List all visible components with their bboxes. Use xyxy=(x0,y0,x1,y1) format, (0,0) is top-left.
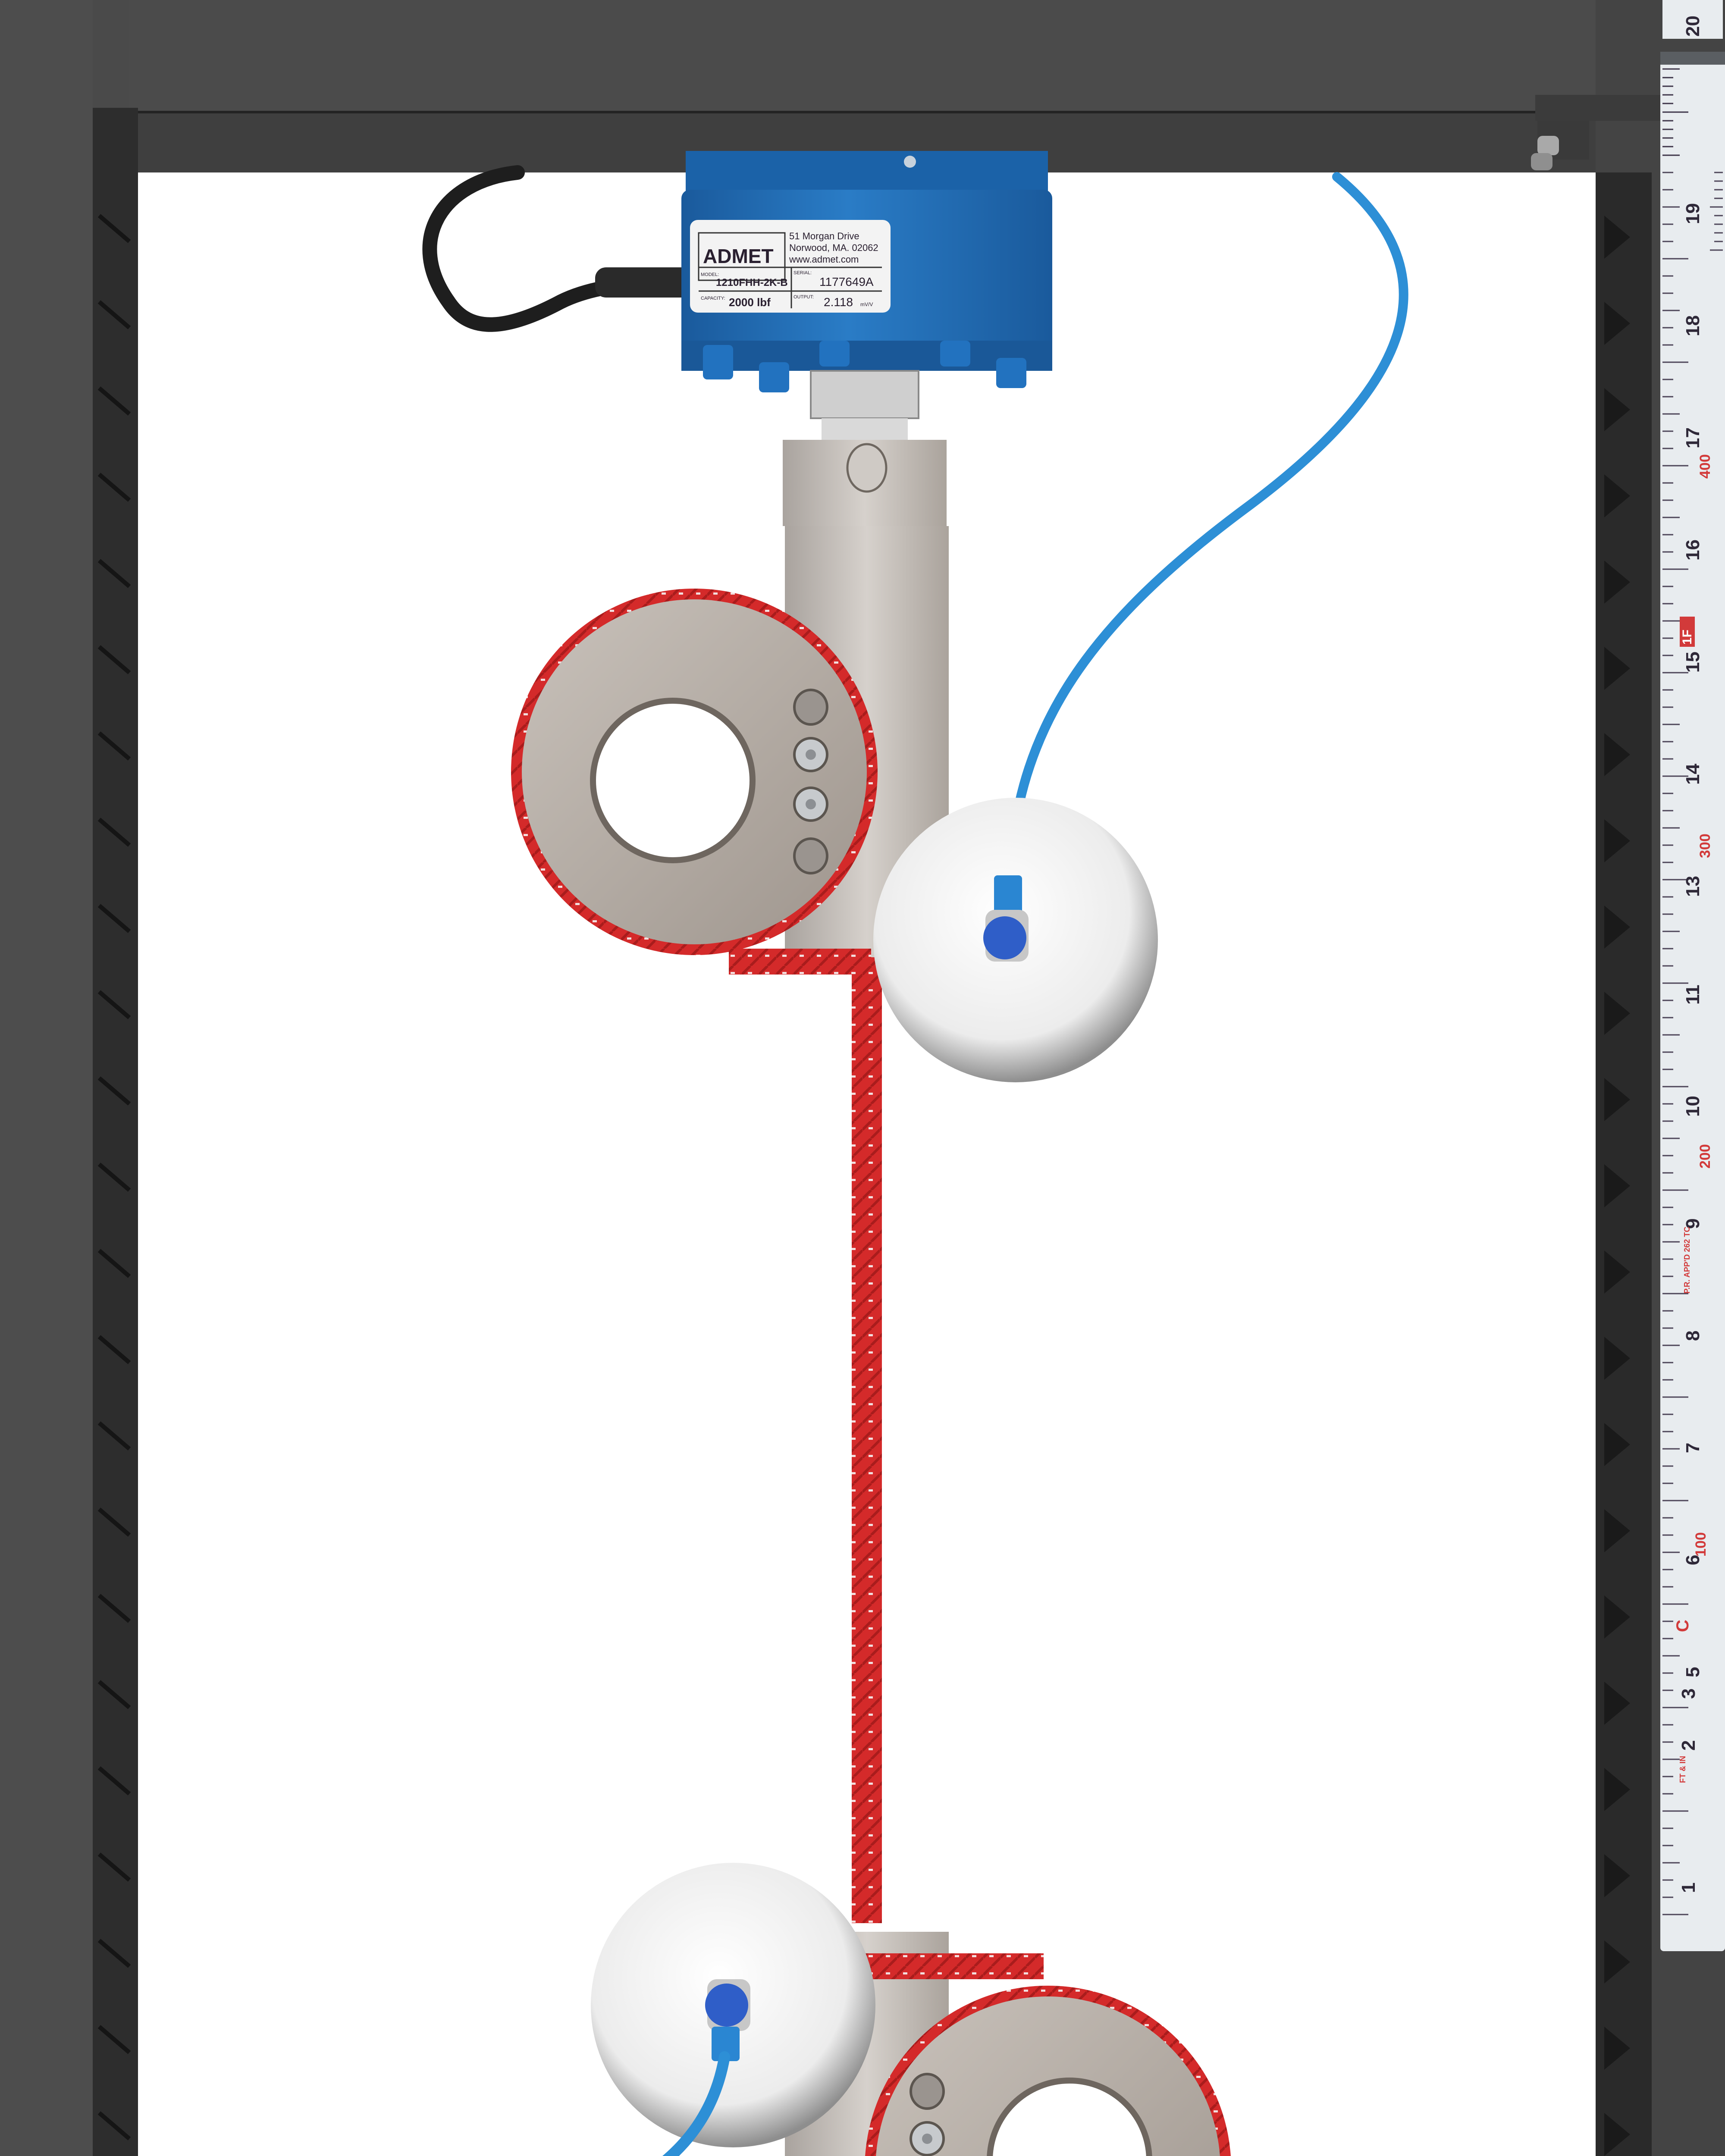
svg-text:SERIAL:: SERIAL: xyxy=(794,270,812,276)
svg-text:20: 20 xyxy=(1682,16,1703,37)
ruler-inch-numbers: 20 19 18 17 16 15 14 13 11 10 9 8 7 6 5 … xyxy=(1678,16,1703,1893)
extensometer-cable-upper xyxy=(1004,172,1408,906)
svg-text:1F: 1F xyxy=(1680,630,1694,645)
svg-text:200: 200 xyxy=(1697,1144,1713,1169)
lower-capstan-ring xyxy=(876,1996,1220,2156)
upper-capstan-ring xyxy=(522,599,867,944)
svg-text:400: 400 xyxy=(1697,454,1713,479)
ruler-foot-badge: 1F xyxy=(1680,617,1695,647)
load-cell-label: ADMET 51 Morgan Drive Norwood, MA. 02062… xyxy=(690,220,891,313)
svg-text:Norwood, MA. 02062: Norwood, MA. 02062 xyxy=(789,242,878,253)
ring-screws xyxy=(793,689,828,874)
svg-text:13: 13 xyxy=(1682,876,1703,897)
svg-text:7: 7 xyxy=(1682,1443,1703,1453)
svg-text:11: 11 xyxy=(1682,984,1703,1005)
left-column xyxy=(0,0,93,2156)
ruler-red-marks: 400 300 200 100 xyxy=(1693,454,1713,1557)
left-rack-teeth xyxy=(97,214,131,2140)
svg-text:9: 9 xyxy=(1682,1219,1703,1229)
rope-specimen xyxy=(852,957,882,1923)
svg-text:51 Morgan Drive: 51 Morgan Drive xyxy=(789,231,859,241)
svg-text:MODEL:: MODEL: xyxy=(701,272,719,277)
svg-text:OUTPUT:: OUTPUT: xyxy=(794,295,814,300)
svg-text:1177649A: 1177649A xyxy=(819,275,874,288)
extensometer-cable-lower xyxy=(662,2051,730,2156)
top-crossbar xyxy=(129,0,1596,112)
ruler-approval-note: P.R. APP'D 262 TC xyxy=(1683,1227,1691,1294)
svg-text:18: 18 xyxy=(1682,315,1703,336)
svg-text:19: 19 xyxy=(1682,203,1703,224)
svg-text:8: 8 xyxy=(1682,1331,1703,1341)
ruler-unit-note: FT & IN xyxy=(1678,1756,1687,1783)
svg-text:300: 300 xyxy=(1697,834,1713,858)
svg-text:2: 2 xyxy=(1678,1740,1699,1751)
bracket-screws xyxy=(1531,136,1559,170)
left-column-rack xyxy=(93,108,138,2156)
svg-text:15: 15 xyxy=(1682,652,1703,673)
svg-text:2.118: 2.118 xyxy=(824,295,853,309)
measuring-tape: 20 19 18 17 16 15 14 13 11 10 9 8 7 6 5 … xyxy=(1660,0,1725,1951)
svg-text:CAPACITY:: CAPACITY: xyxy=(701,296,725,301)
right-column-rack xyxy=(1596,172,1652,2156)
svg-text:2000 lbf: 2000 lbf xyxy=(729,296,771,309)
svg-text:1210FHH-2K-B: 1210FHH-2K-B xyxy=(716,277,788,288)
svg-text:6: 6 xyxy=(1682,1555,1703,1565)
upper-extensometer-drum xyxy=(873,798,1158,1082)
svg-text:www.admet.com: www.admet.com xyxy=(789,254,859,265)
svg-text:5: 5 xyxy=(1682,1667,1703,1677)
svg-text:mV/V: mV/V xyxy=(860,301,873,307)
ruler-c-mark: C xyxy=(1673,1620,1692,1632)
admet-logo: ADMET xyxy=(703,245,774,267)
right-rack-teeth xyxy=(1604,216,1630,2156)
svg-text:3: 3 xyxy=(1678,1689,1699,1699)
svg-text:14: 14 xyxy=(1682,764,1703,785)
svg-text:10: 10 xyxy=(1682,1096,1703,1117)
svg-text:16: 16 xyxy=(1682,539,1703,561)
svg-text:1: 1 xyxy=(1678,1883,1699,1893)
lower-extensometer-drum xyxy=(591,1863,875,2147)
svg-text:100: 100 xyxy=(1693,1532,1709,1557)
svg-text:17: 17 xyxy=(1682,427,1703,448)
